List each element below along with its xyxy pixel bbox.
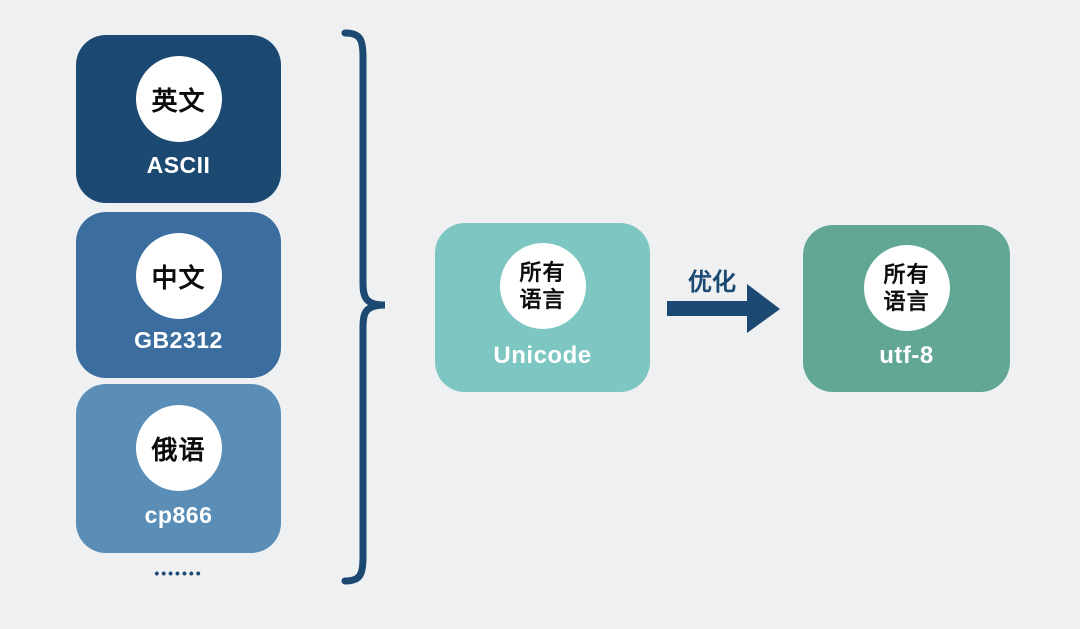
language-label-line2: 语言: [883, 289, 930, 314]
curly-brace-path: [341, 29, 386, 585]
arrow-right-shape: [667, 284, 780, 333]
ellipsis-dots: •••••••: [154, 565, 203, 581]
encoding-box-ascii: 英文 ASCII: [76, 35, 281, 203]
arrow-label: 优化: [688, 269, 736, 296]
language-circle: 英文: [135, 56, 222, 142]
encoding-label: utf-8: [879, 342, 934, 369]
language-circle: 所有 语言: [499, 243, 586, 329]
language-circle: 所有 语言: [863, 245, 950, 331]
language-label-line2: 语言: [519, 287, 566, 312]
language-label-line1: 所有: [883, 262, 930, 287]
language-circle: 中文: [135, 233, 222, 319]
arrow-right-icon: [667, 284, 780, 333]
encoding-label: Unicode: [493, 342, 592, 369]
curly-brace-icon: [341, 29, 386, 585]
encoding-box-unicode: 所有 语言 Unicode: [435, 223, 650, 392]
encoding-label: GB2312: [134, 327, 223, 353]
language-label: 英文: [151, 85, 206, 116]
language-label: 中文: [151, 262, 206, 293]
encoding-box-gb2312: 中文 GB2312: [76, 212, 281, 378]
encoding-label: cp866: [144, 502, 213, 528]
language-label: 俄语: [151, 434, 206, 465]
encoding-box-cp866: 俄语 cp866: [76, 384, 281, 553]
encoding-box-utf8: 所有 语言 utf-8: [803, 225, 1010, 392]
encoding-label: ASCII: [146, 152, 211, 178]
language-circle: 俄语: [135, 405, 222, 491]
language-label-line1: 所有: [519, 260, 566, 285]
